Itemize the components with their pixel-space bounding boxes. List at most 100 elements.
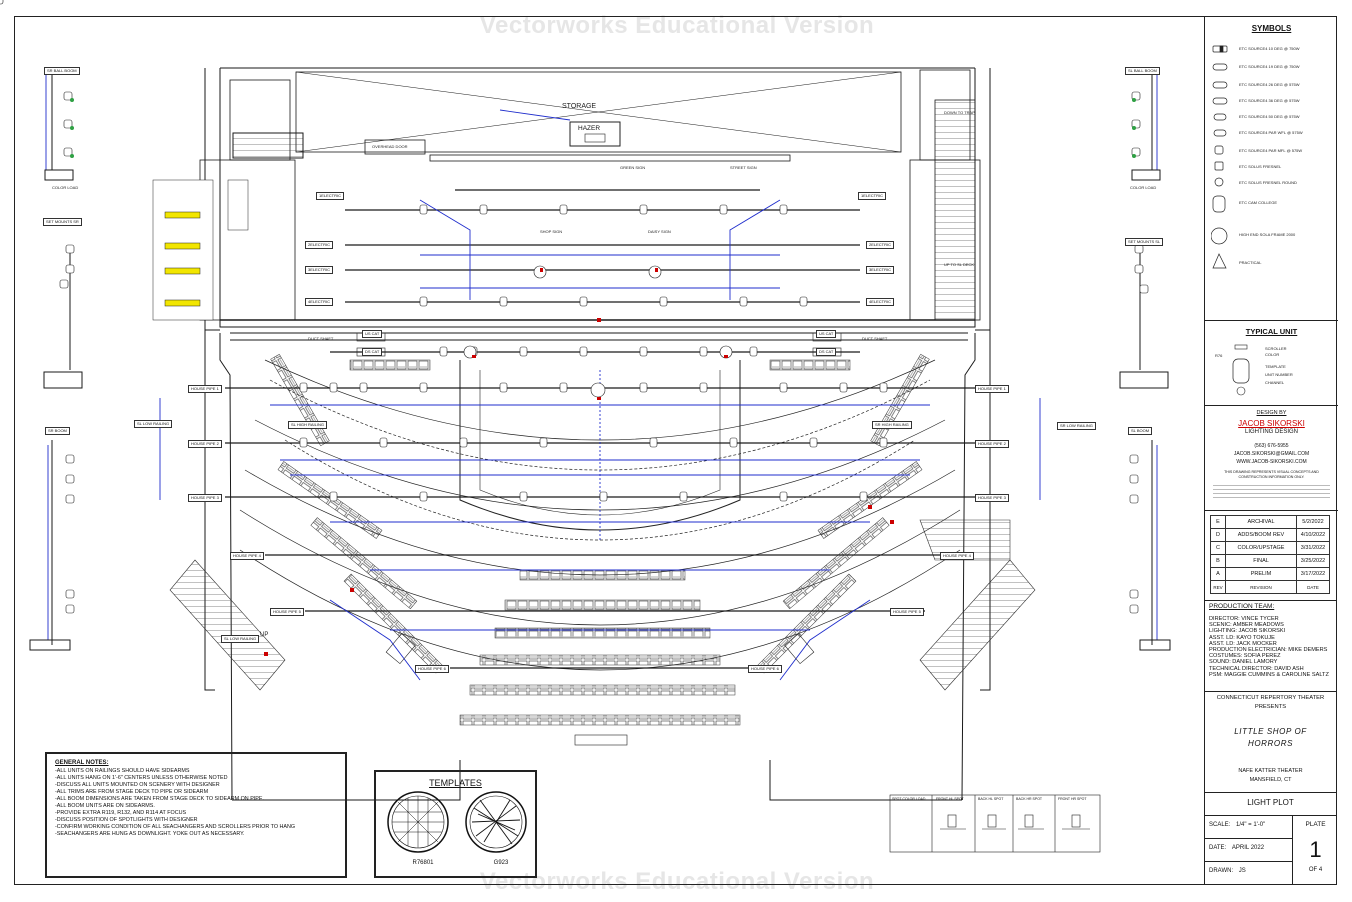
drawn-row: DRAWN: JS	[1209, 868, 1246, 874]
venue-city: MANSFIELD, CT	[1249, 777, 1292, 783]
drawn-value: JS	[1238, 868, 1246, 874]
hazer-label: HAZER	[578, 125, 601, 132]
templates-title: TEMPLATES	[429, 778, 482, 788]
key-front-hr: FRONT HR SPOT	[1058, 797, 1087, 801]
note-line: -ALL UNITS HANG ON 1'-6" CENTERS UNLESS …	[55, 775, 228, 781]
note-line: -ALL BOOM DIMENSIONS ARE TAKEN FROM STAG…	[55, 796, 264, 802]
typical-unit-item: TEMPLATE	[1265, 364, 1286, 369]
typical-unit-section: TYPICAL UNIT R76 SCROLLER COLOR TEMPLATE…	[1205, 321, 1338, 406]
symbol-label: ETC SOURCE4 PAR MFL @ 575W	[1239, 148, 1303, 153]
symbol-label: ETC SOLUS FRESNEL ROUND	[1239, 180, 1297, 185]
duct-shaft-sl-label: DUCT SHAFT	[862, 336, 888, 341]
general-notes-title: GENERAL NOTES:	[55, 760, 109, 766]
team-line: SOUND: DANIEL LAMORY	[1209, 659, 1278, 666]
divider	[1204, 861, 1292, 862]
rev-cell: A	[1210, 567, 1226, 581]
template-1-label: R76801	[412, 860, 434, 866]
rev-cell: B	[1210, 554, 1226, 568]
rev-desc: COLOR/UPSTAGE	[1225, 541, 1297, 555]
symbol-label: ETC SOURCE4 26 DEG @ 575W	[1239, 82, 1300, 87]
house-pipe-1-sr: HOUSE PIPE 1	[188, 385, 222, 393]
note-line: -PROVIDE EXTRA R119, R132, AND R114 AT F…	[55, 810, 187, 816]
house-pipe-4-sr: HOUSE PIPE 4	[230, 552, 264, 560]
electric-4-sl: 4ELECTRIC	[866, 298, 895, 306]
duct-shaft-sr-label: DUCT SHAFT	[308, 336, 334, 341]
team-line: ASST. LD: JACK MOCKER	[1209, 640, 1277, 647]
house-pipe-1-sl: HOUSE PIPE 1	[975, 385, 1009, 393]
typical-unit-icon	[1232, 344, 1250, 396]
rev-header: REV	[1210, 580, 1226, 594]
up-label: UP	[260, 632, 269, 638]
note-line: -SEACHANGERS ARE HUNG AS DOWNLIGHT. YOKE…	[55, 831, 245, 837]
house-units	[299, 204, 888, 502]
rev-header: REVISION	[1225, 580, 1297, 594]
shop-sign-label: SHOP SIGN	[540, 229, 563, 234]
electric-2-sr: 2ELECTRIC	[305, 241, 334, 249]
key-back-hl: BACK HL SPOT	[978, 797, 1004, 801]
house-pipe-2-sl: HOUSE PIPE 2	[975, 440, 1009, 448]
symbols-title: SYMBOLS	[1251, 24, 1292, 33]
set-mounts-sr-label: SET MOUNTS SR	[43, 218, 82, 226]
electric-4-sr: 4ELECTRIC	[305, 298, 334, 306]
general-notes: GENERAL NOTES: -ALL UNITS ON RAILINGS SH…	[45, 752, 347, 878]
scale-value: 1/4" = 1'-0"	[1236, 822, 1266, 828]
designer-subtitle: LIGHTING DESIGN	[1244, 429, 1298, 435]
daisy-sign-label: DAISY SIGN	[648, 229, 671, 234]
down-to-trap-label: DOWN TO TRAP	[944, 110, 975, 115]
presenter: CONNECTICUT REPERTORY THEATER	[1216, 695, 1325, 701]
team-line: TECHNICAL DIRECTOR: DAVID ASH	[1209, 665, 1304, 672]
typical-unit-item: UNIT NUMBER	[1265, 372, 1293, 377]
presents: PRESENTS	[1254, 704, 1287, 710]
accent-markers	[264, 268, 894, 656]
sr-low-railing-label: SR LOW RAILING	[1057, 422, 1096, 430]
symbol-icons	[1211, 45, 1228, 269]
sl-low-railing-lower-label: SL LOW RAILING	[221, 635, 260, 643]
rev-cell: E	[1210, 515, 1226, 529]
sl-boom-label: SL BOOM	[1128, 427, 1153, 435]
us-cat-sr-label: US CAT	[362, 330, 383, 338]
scale-row: SCALE: 1/4" = 1'-0"	[1209, 822, 1265, 828]
divider	[1204, 792, 1337, 793]
note-line: -CONFIRM WORKING CONDITION OF ALL SEACHA…	[55, 824, 296, 830]
note-line: -ALL TRIMS ARE FROM STAGE DECK TO PIPE O…	[55, 789, 209, 795]
booms	[29, 75, 1171, 651]
key-spot-color-load: SPOT COLOR LOAD	[892, 797, 926, 801]
scale-label: SCALE:	[1209, 822, 1231, 828]
electric-pipes	[345, 189, 860, 303]
house-pipe-6-sr: HOUSE PIPE 6	[415, 665, 449, 673]
up-to-sl-deck-label: UP TO SL DECK	[944, 262, 975, 267]
symbols-section: SYMBOLS ETC SOURCE4 10 DE	[1205, 16, 1338, 321]
symbol-label: ETC SOURCE4 10 DEG @ 750W	[1239, 46, 1300, 51]
sr-high-railing-label: SR HIGH RAILING	[872, 421, 912, 429]
plate-label: PLATE	[1305, 821, 1326, 828]
plate-of: OF 4	[1308, 867, 1323, 873]
divider	[1204, 691, 1337, 692]
typical-unit-title: TYPICAL UNIT	[1245, 327, 1298, 336]
team-line: LIGHTING: JACOB SIKORSKI	[1209, 628, 1286, 635]
date-label: DATE:	[1209, 845, 1227, 851]
sheet-border	[14, 16, 1337, 885]
sheet-title: LIGHT PLOT	[1247, 798, 1294, 807]
symbol-label: ETC SOURCE4 36 DEG @ 575W	[1239, 98, 1300, 103]
house-pipe-3-sl: HOUSE PIPE 3	[975, 494, 1009, 502]
set-mounts-sl-label: SET MOUNTS SL	[1125, 238, 1164, 246]
drawn-label: DRAWN:	[1209, 868, 1234, 874]
hazer-unit	[569, 121, 621, 147]
rev-desc: PRELIM	[1225, 567, 1297, 581]
electric-3-sl: 3ELECTRIC	[866, 266, 895, 274]
watermark-bottom: Vectorworks Educational Version	[479, 868, 875, 895]
fine-print-block	[1213, 482, 1330, 502]
house-pipe-5-sl: HOUSE PIPE 5	[890, 608, 924, 616]
rev-header: DATE	[1296, 580, 1330, 594]
building-outline	[199, 67, 991, 801]
divider	[1204, 815, 1337, 816]
team-line: SCENIC: AMBER MEADOWS	[1209, 622, 1284, 629]
color-load-sl-label: COLOR LOAD	[1130, 185, 1157, 190]
rev-desc: ARCHIVAL	[1225, 515, 1297, 529]
templates-box: TEMPLATES R76801 G923	[374, 770, 537, 878]
stage-units	[0, 0, 4, 5]
